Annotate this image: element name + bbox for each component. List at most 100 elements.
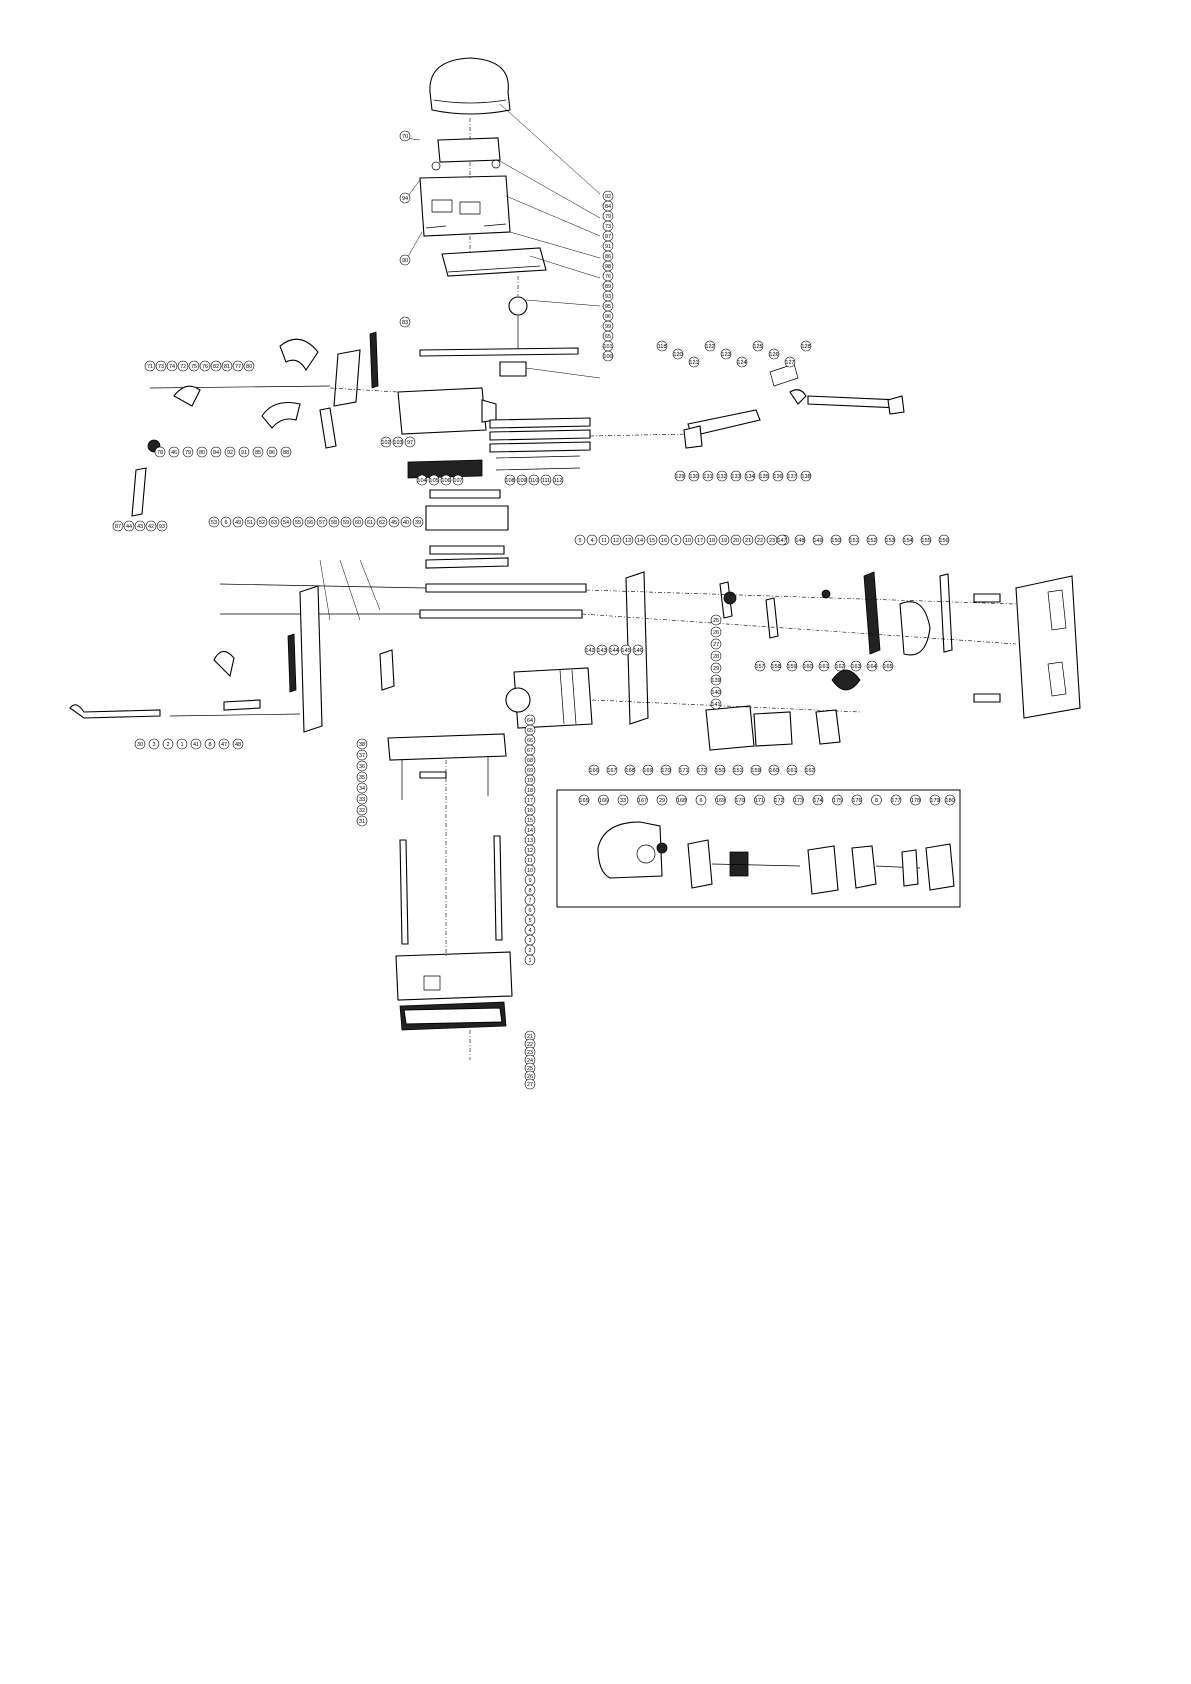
- callout-29: 29: [710, 662, 722, 674]
- callout-33: 33: [356, 793, 368, 805]
- callout-167: 167: [637, 794, 648, 806]
- callout-127: 127: [784, 356, 796, 368]
- callout-number: 27: [713, 642, 719, 648]
- callout-number: 84: [605, 204, 611, 210]
- callout-134: 134: [744, 470, 756, 482]
- callout-6: 6: [524, 904, 536, 916]
- callout-94: 94: [399, 192, 411, 204]
- callout-12: 12: [524, 844, 536, 856]
- callout-number: 9: [528, 878, 531, 884]
- callout-number: 91: [241, 450, 247, 456]
- callout-number: 56: [307, 520, 313, 526]
- callout-5: 5: [524, 914, 536, 926]
- callout-77: 77: [232, 360, 244, 372]
- callout-167: 167: [606, 764, 618, 776]
- callout-14: 14: [634, 534, 646, 546]
- callout-174: 174: [812, 794, 824, 806]
- callout-9: 9: [524, 874, 536, 886]
- callout-number: 67: [527, 748, 533, 754]
- callout-74: 74: [166, 360, 178, 372]
- callout-170: 170: [734, 794, 746, 806]
- callout-number: 6: [224, 520, 227, 526]
- callout-129: 129: [674, 470, 686, 482]
- callout-number: 80: [246, 364, 252, 370]
- callout-105: 105: [428, 474, 440, 486]
- callout-46: 46: [168, 446, 180, 458]
- callout-number: 98: [605, 264, 611, 270]
- callout-number: 166: [599, 798, 608, 804]
- callout-number: 174: [813, 798, 822, 804]
- callout-number: 160: [769, 768, 778, 774]
- callout-14: 14: [524, 824, 536, 836]
- callout-number: 33: [359, 797, 365, 803]
- callout-number: 89: [605, 284, 611, 290]
- main-shafts: [219, 583, 587, 619]
- callout-1: 1: [524, 954, 536, 966]
- callout-158: 158: [770, 660, 782, 672]
- left-guard-assembly: [131, 331, 379, 517]
- callout-number: 134: [745, 474, 754, 480]
- callout-number: 139: [711, 678, 720, 684]
- cutter-head: [425, 489, 509, 569]
- callout-17: 17: [694, 534, 706, 546]
- callout-number: 81: [224, 364, 230, 370]
- callout-180: 180: [944, 794, 956, 806]
- callout-3: 3: [148, 738, 160, 750]
- callout-number: 35: [359, 775, 365, 781]
- callout-35: 35: [356, 771, 368, 783]
- callout-16: 16: [524, 804, 536, 816]
- callout-146: 146: [632, 644, 644, 656]
- callout-number: 133: [731, 474, 740, 480]
- callout-93: 93: [602, 290, 614, 302]
- callout-number: 144: [609, 648, 618, 654]
- callout-13: 13: [524, 834, 536, 846]
- callout-number: 23: [527, 1050, 533, 1056]
- callout-number: 1: [528, 958, 531, 964]
- callout-number: 72: [180, 364, 186, 370]
- callout-72: 72: [177, 360, 189, 372]
- callout-71: 71: [144, 360, 156, 372]
- callout-41: 41: [190, 738, 202, 750]
- callout-number: 48: [235, 742, 241, 748]
- support-arm: [683, 363, 905, 449]
- callout-number: 1: [180, 742, 183, 748]
- callout-number: 79: [605, 214, 611, 220]
- leader-lines: [319, 103, 601, 621]
- callout-number: 52: [259, 520, 265, 526]
- callout-52: 52: [256, 516, 268, 528]
- callout-81: 81: [221, 360, 233, 372]
- callout-70: 70: [399, 130, 411, 142]
- callout-number: 61: [367, 520, 373, 526]
- callout-80: 80: [196, 446, 208, 458]
- callout-141: 141: [710, 698, 722, 710]
- callout-150: 150: [830, 534, 842, 546]
- callout-165: 165: [882, 660, 894, 672]
- callout-number: 3: [152, 742, 155, 748]
- callout-159: 159: [786, 660, 798, 672]
- dust-hood: [429, 57, 511, 115]
- callout-76: 76: [199, 360, 211, 372]
- callout-number: 80: [199, 450, 205, 456]
- callout-number: 62: [379, 520, 385, 526]
- callout-number: 19: [721, 538, 727, 544]
- callout-43: 43: [134, 520, 146, 532]
- callout-92: 92: [602, 190, 614, 202]
- callout-number: 16: [661, 538, 667, 544]
- callout-number: 159: [787, 664, 796, 670]
- brush-strip: [407, 455, 581, 479]
- callout-number: 15: [527, 818, 533, 824]
- callout-number: 148: [795, 538, 804, 544]
- callout-number: 163: [851, 664, 860, 670]
- callout-49: 49: [232, 516, 244, 528]
- callout-20: 20: [730, 534, 742, 546]
- callout-number: 14: [527, 828, 533, 834]
- callout-number: 169: [643, 768, 652, 774]
- callout-85: 85: [252, 446, 264, 458]
- callout-149: 149: [812, 534, 824, 546]
- callout-number: 11: [527, 858, 533, 864]
- callout-151: 151: [848, 534, 860, 546]
- callout-number: 97: [407, 440, 413, 446]
- callout-number: 26: [713, 630, 719, 636]
- callout-number: 19: [527, 778, 533, 784]
- callout-number: 102: [381, 440, 390, 446]
